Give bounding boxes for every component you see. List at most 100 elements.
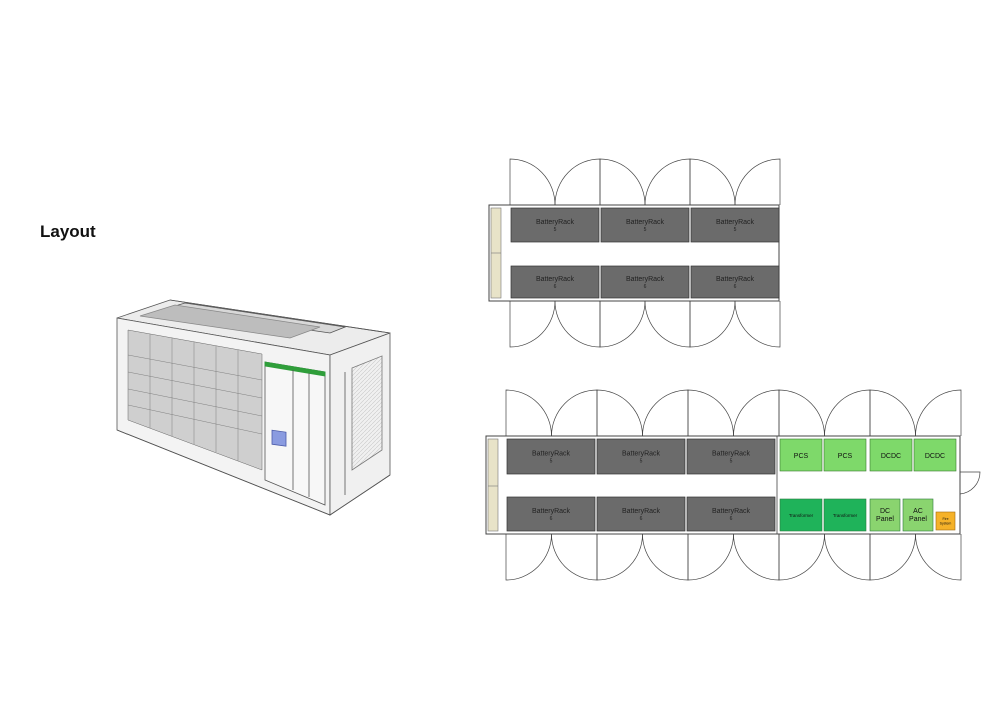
battery-rack-body: [506, 496, 596, 532]
door-swing: [599, 158, 646, 206]
battery-rack-label: BatteryRack: [622, 508, 661, 515]
battery-rack-body: [510, 265, 600, 299]
battery-rack-number: 5: [640, 459, 643, 465]
equipment-label: PCS: [838, 453, 853, 460]
battery-rack-label: BatteryRack: [712, 508, 751, 515]
door-swing: [733, 389, 780, 437]
door-swing: [642, 533, 689, 581]
door-swing: [689, 300, 736, 348]
floor-plan-bottom: BatteryRack5BatteryRack5BatteryRack5Batt…: [485, 389, 981, 581]
door-swing: [642, 389, 689, 437]
door-swing: [733, 533, 780, 581]
equipment-label: Transformer: [833, 513, 858, 518]
door-swing: [734, 158, 781, 206]
door-swing: [824, 389, 871, 437]
equipment-label: PCS: [794, 453, 809, 460]
equipment-dcdc: DCDC: [913, 438, 957, 472]
battery-rack-body: [690, 207, 780, 243]
door-swing: [689, 158, 736, 206]
door-swing: [599, 300, 646, 348]
container-3d-illustration: [116, 299, 391, 516]
battery-rack-label: BatteryRack: [626, 219, 665, 226]
door-swing: [644, 158, 691, 206]
door-swing: [687, 389, 734, 437]
door-swing: [869, 533, 916, 581]
equipment-transformer: Transformer: [823, 498, 867, 532]
battery-rack-number: 5: [554, 227, 557, 233]
battery-rack-number: 6: [730, 516, 733, 522]
battery-rack-label: BatteryRack: [712, 451, 751, 458]
battery-rack-body: [690, 265, 780, 299]
battery-rack-label: BatteryRack: [532, 508, 571, 515]
battery-rack-body: [510, 207, 600, 243]
equipment-label: Transformer: [789, 513, 814, 518]
battery-rack-body: [596, 438, 686, 475]
door-swing: [596, 389, 643, 437]
battery-rack-number: 5: [550, 459, 553, 465]
battery-rack-body: [596, 496, 686, 532]
door-swing: [824, 533, 871, 581]
battery-rack-number: 6: [734, 284, 737, 290]
equipment-label: DCDC: [925, 453, 945, 460]
door-swing: [509, 300, 556, 348]
door-swing: [551, 533, 598, 581]
door-swing: [554, 300, 601, 348]
equipment-label: DCDC: [881, 453, 901, 460]
door-swing: [505, 533, 552, 581]
equipment-transformer: Transformer: [779, 498, 823, 532]
door-swing: [505, 389, 552, 437]
door-swing: [554, 158, 601, 206]
equipment-dcdc: DCDC: [869, 438, 913, 472]
floor-plan-top: BatteryRack5BatteryRack5BatteryRack5Batt…: [488, 158, 781, 348]
battery-rack-label: BatteryRack: [716, 276, 755, 283]
door-swing: [915, 389, 962, 437]
battery-rack-number: 6: [644, 284, 647, 290]
battery-rack-label: BatteryRack: [716, 219, 755, 226]
battery-rack-body: [600, 265, 690, 299]
battery-rack-body: [686, 496, 776, 532]
page-title: Layout: [40, 222, 96, 241]
equipment-pcs: PCS: [823, 438, 867, 472]
battery-rack-number: 6: [554, 284, 557, 290]
battery-rack-label: BatteryRack: [622, 451, 661, 458]
battery-rack-number: 5: [644, 227, 647, 233]
door-swing: [915, 533, 962, 581]
battery-modules: [127, 329, 263, 471]
battery-rack-number: 6: [550, 516, 553, 522]
battery-rack-label: BatteryRack: [532, 451, 571, 458]
door-swing: [778, 389, 825, 437]
battery-rack-label: BatteryRack: [536, 276, 575, 283]
battery-rack-number: 5: [730, 459, 733, 465]
battery-rack-number: 5: [734, 227, 737, 233]
battery-rack-label: BatteryRack: [536, 219, 575, 226]
hmi-screen: [271, 429, 287, 447]
door-swing: [509, 158, 556, 206]
battery-rack-label: BatteryRack: [626, 276, 665, 283]
door-swing: [734, 300, 781, 348]
door-swing: [644, 300, 691, 348]
door-swing: [687, 533, 734, 581]
battery-rack-body: [506, 438, 596, 475]
equipment-pcs: PCS: [779, 438, 823, 472]
door-swing: [778, 533, 825, 581]
door-swing: [596, 533, 643, 581]
door-swing: [551, 389, 598, 437]
door-swing: [869, 389, 916, 437]
